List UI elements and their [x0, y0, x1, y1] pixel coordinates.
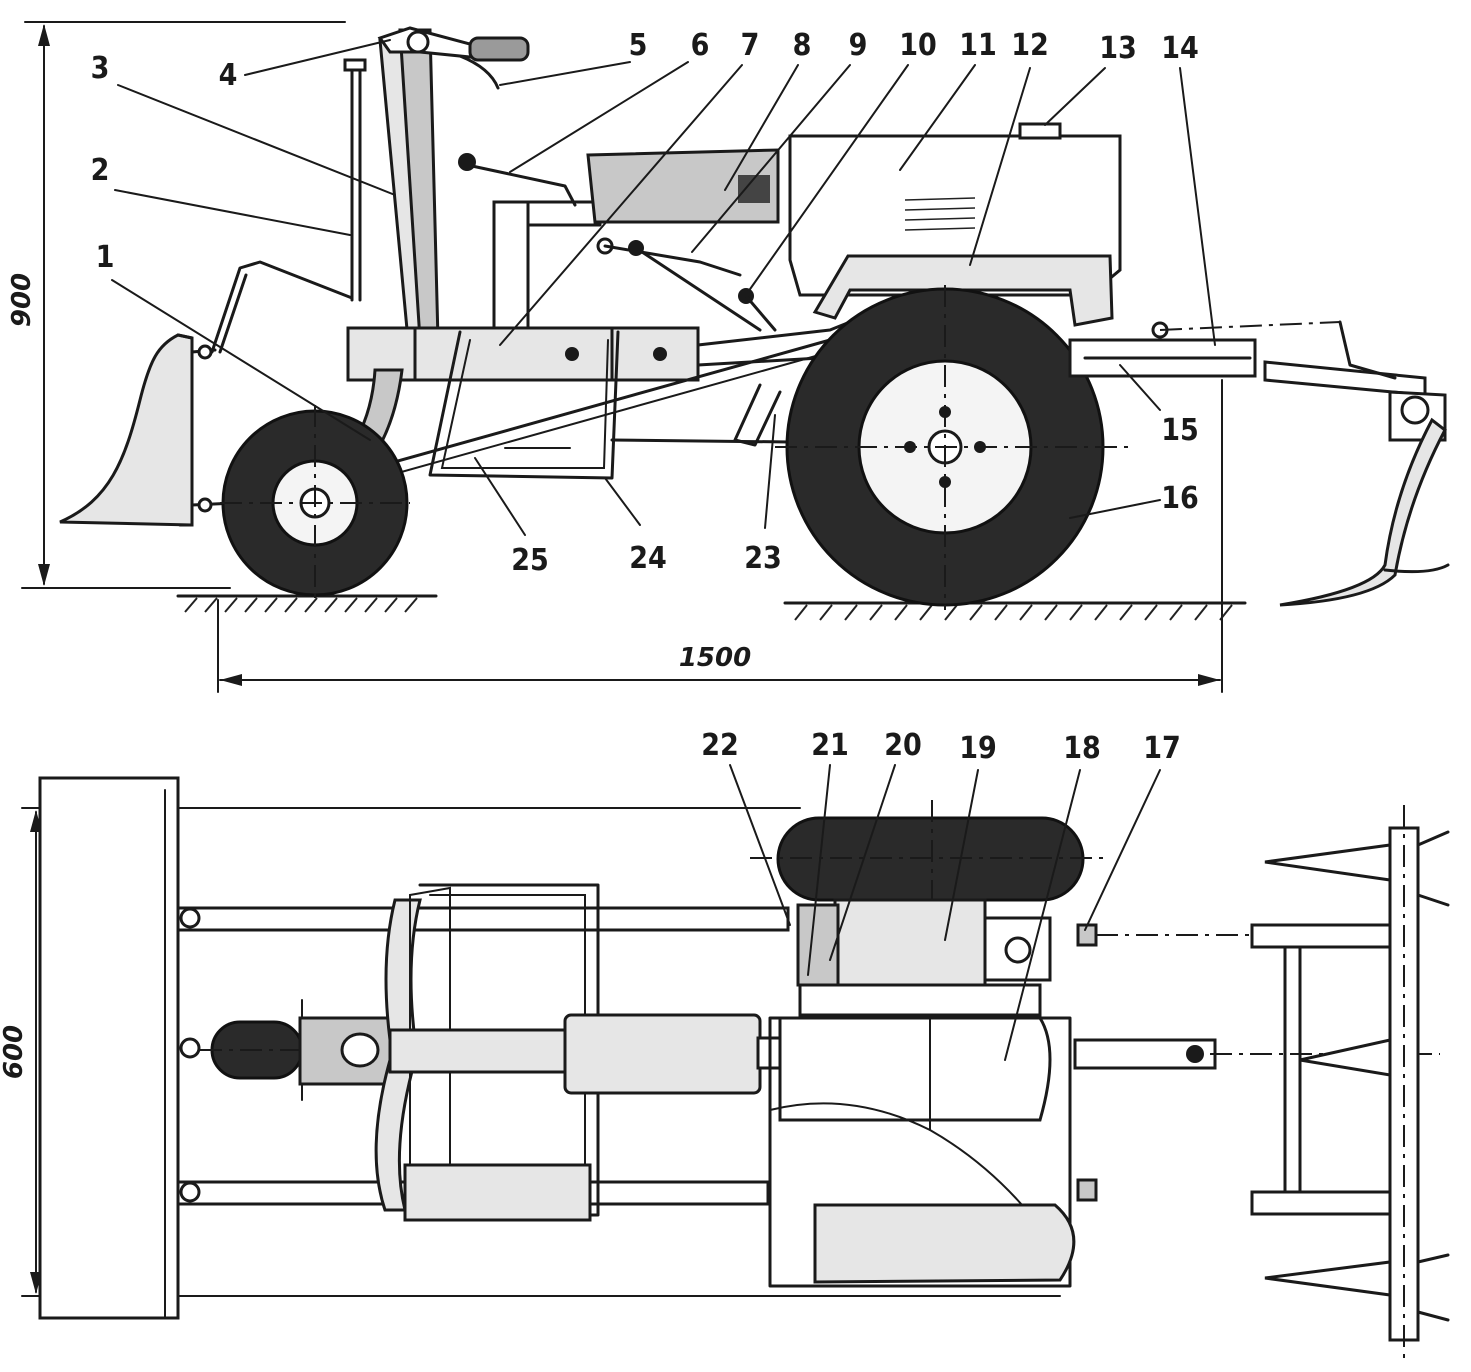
label-6: 6 — [691, 28, 710, 63]
engine-top — [768, 1016, 1072, 1288]
label-7: 7 — [741, 28, 760, 63]
label-2: 2 — [91, 153, 110, 188]
ground-front — [176, 594, 438, 613]
blade-lift-linkage — [210, 260, 354, 354]
label-11: 11 — [959, 28, 997, 63]
rear-hitch — [1068, 321, 1341, 378]
lower-rail — [610, 438, 792, 444]
label-8: 8 — [793, 28, 812, 63]
label-12: 12 — [1011, 28, 1049, 63]
ground-rear — [783, 601, 1247, 621]
footrest-top — [403, 883, 600, 1222]
seat-bracket — [492, 200, 602, 332]
fender — [812, 254, 1114, 327]
steering-forks-top — [374, 886, 451, 1212]
length-dim-label: 1500 — [679, 643, 751, 673]
gear-lever — [458, 153, 577, 207]
label-19: 19 — [959, 731, 997, 766]
control-levers — [596, 237, 777, 332]
height-dimension: 900 — [7, 21, 346, 589]
top-view: 600 — [0, 728, 1450, 1360]
label-10: 10 — [899, 28, 937, 63]
label-3: 3 — [91, 51, 110, 86]
gearbox-top — [796, 898, 1052, 1017]
support-bracket — [733, 383, 782, 447]
label-22: 22 — [701, 728, 739, 763]
dozer-blade-top — [38, 776, 180, 1320]
drawbar — [328, 338, 832, 493]
label-21: 21 — [811, 728, 849, 763]
height-dim-label: 900 — [7, 273, 37, 327]
label-4: 4 — [219, 58, 238, 93]
label-17: 17 — [1143, 731, 1181, 766]
footrest — [428, 330, 620, 480]
width-dim-label: 600 — [0, 1025, 29, 1079]
side-view: 900 1500 — [7, 21, 1450, 693]
label-13: 13 — [1099, 31, 1137, 66]
label-16: 16 — [1161, 481, 1199, 516]
rear-cultivator — [1263, 320, 1450, 607]
label-23: 23 — [744, 541, 782, 576]
label-25: 25 — [511, 543, 549, 578]
length-dimension: 1500 — [217, 379, 1223, 693]
main-frame — [346, 316, 872, 382]
label-24: 24 — [629, 541, 667, 576]
side-leader-lines — [111, 39, 1216, 536]
tank-top — [813, 1203, 1076, 1284]
front-wheel-top — [200, 999, 392, 1101]
label-1: 1 — [96, 240, 115, 275]
steering-column — [343, 26, 530, 342]
cultivator-top — [1250, 805, 1450, 1360]
label-18: 18 — [1063, 731, 1101, 766]
label-5: 5 — [629, 28, 648, 63]
label-15: 15 — [1161, 413, 1199, 448]
front-wheel — [220, 405, 410, 600]
center-shaft-top — [388, 1013, 785, 1095]
label-14: 14 — [1161, 31, 1199, 66]
top-leader-lines — [729, 764, 1161, 1061]
dozer-blade — [59, 333, 302, 527]
label-20: 20 — [884, 728, 922, 763]
rear-wheel — [775, 285, 1130, 610]
fuel-tank — [586, 148, 780, 224]
label-9: 9 — [849, 28, 868, 63]
